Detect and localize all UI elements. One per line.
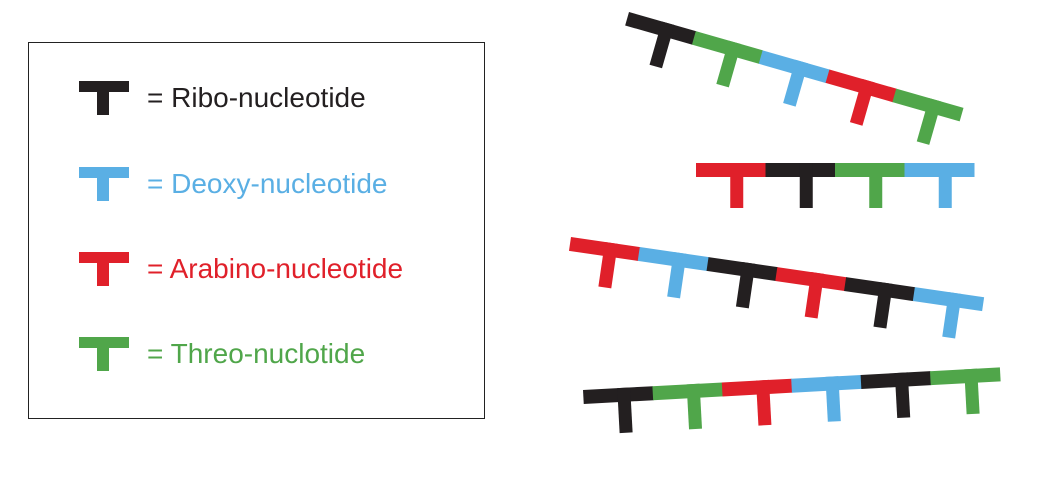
threo-t-icon bbox=[79, 337, 129, 371]
threo-nucleotide bbox=[652, 382, 724, 430]
deoxy-nucleotide bbox=[791, 374, 862, 422]
ribo-nucleotide bbox=[625, 12, 697, 69]
deoxy-nucleotide bbox=[758, 50, 830, 107]
legend-item-arabino: = Arabino-nucleotide bbox=[79, 249, 403, 289]
legend-box: = Ribo-nucleotide = Deoxy-nucleotide = A… bbox=[28, 42, 485, 419]
arabino-nucleotide bbox=[775, 267, 847, 319]
threo-nucleotide bbox=[691, 31, 764, 88]
strand-4 bbox=[583, 367, 1001, 434]
legend-label-ribo: = Ribo-nucleotide bbox=[147, 82, 366, 113]
arabino-nucleotide bbox=[721, 378, 793, 426]
threo-nucleotide bbox=[892, 88, 964, 145]
deoxy-nucleotide bbox=[912, 287, 985, 339]
ribo-nucleotide bbox=[860, 371, 932, 419]
strand-2 bbox=[696, 163, 975, 208]
strand-1 bbox=[625, 12, 964, 145]
arabino-nucleotide bbox=[825, 69, 897, 126]
legend-item-deoxy: = Deoxy-nucleotide bbox=[79, 164, 387, 204]
ribo-nucleotide bbox=[844, 277, 916, 329]
ribo-nucleotide bbox=[706, 257, 778, 309]
legend-label-arabino: = Arabino-nucleotide bbox=[147, 253, 404, 284]
deoxy-nucleotide bbox=[904, 163, 975, 208]
arabino-t-icon bbox=[79, 252, 129, 286]
legend-label-deoxy: = Deoxy-nucleotide bbox=[147, 168, 388, 199]
deoxy-t-icon bbox=[79, 167, 129, 201]
threo-nucleotide bbox=[929, 367, 1001, 415]
threo-nucleotide bbox=[835, 163, 905, 208]
legend-item-threo: = Threo-nuclotide bbox=[79, 334, 365, 374]
arabino-nucleotide bbox=[696, 163, 766, 208]
ribo-t-icon bbox=[79, 81, 129, 115]
arabino-nucleotide bbox=[568, 237, 641, 289]
strand-3 bbox=[568, 237, 985, 339]
legend-label-threo: = Threo-nuclotide bbox=[147, 338, 366, 369]
ribo-nucleotide bbox=[765, 163, 836, 208]
ribo-nucleotide bbox=[583, 386, 654, 434]
legend-item-ribo: = Ribo-nucleotide bbox=[79, 78, 366, 118]
deoxy-nucleotide bbox=[637, 247, 710, 299]
